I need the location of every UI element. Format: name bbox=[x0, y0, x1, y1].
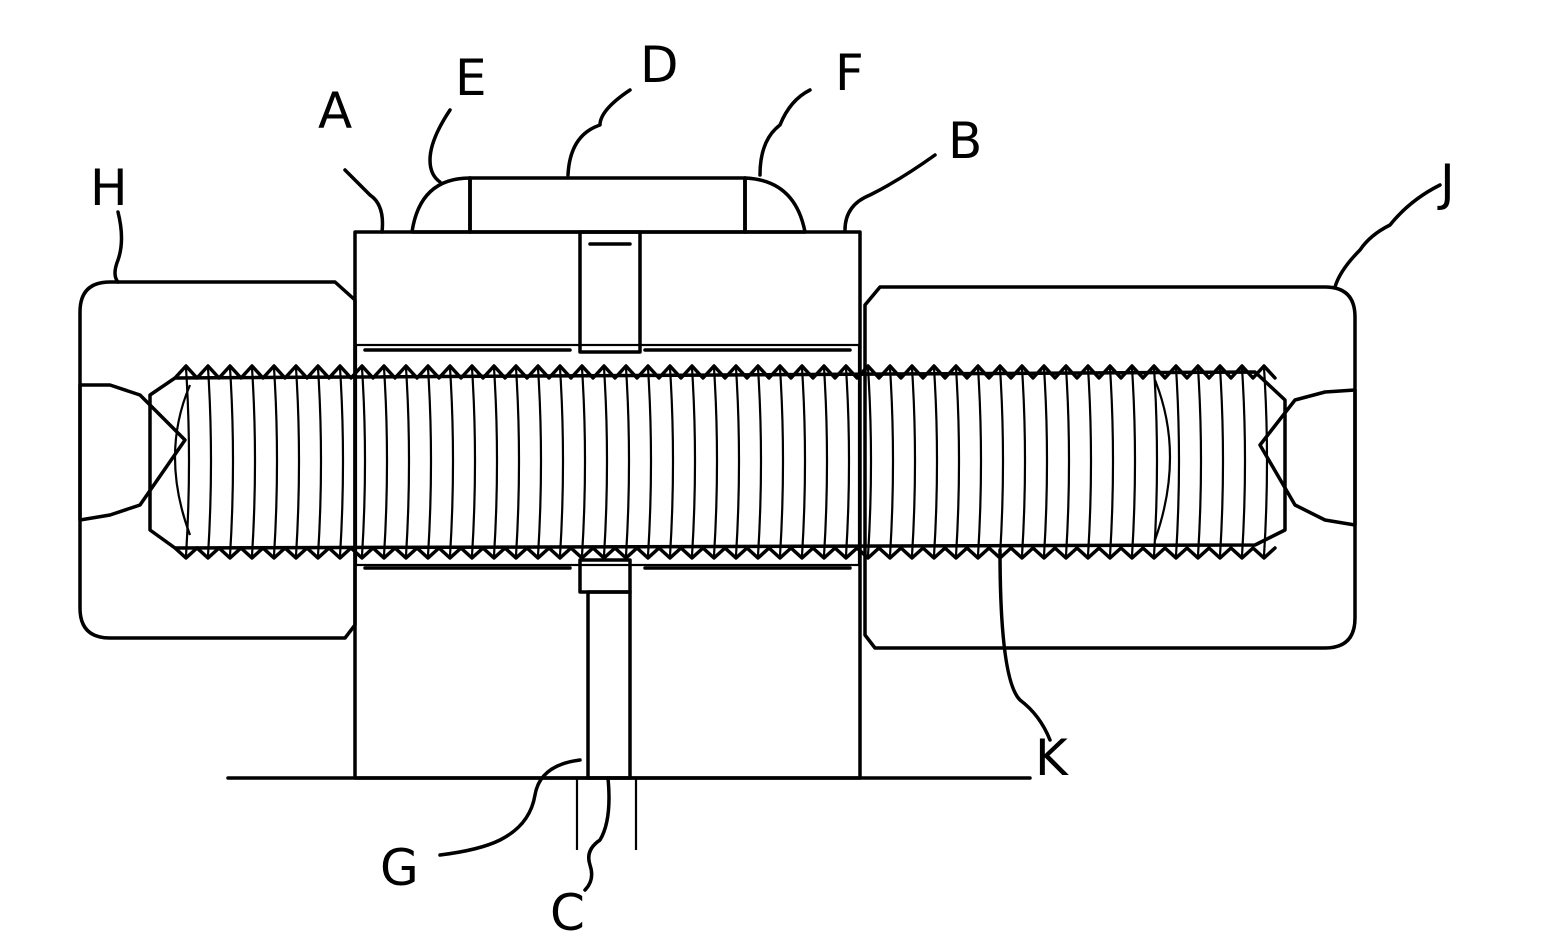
thread-line bbox=[736, 368, 739, 556]
thread-line bbox=[208, 368, 211, 556]
label-a: A bbox=[318, 82, 352, 140]
thread-line bbox=[1044, 368, 1047, 556]
thread-line bbox=[824, 368, 827, 556]
threaded-rod-k bbox=[150, 366, 1285, 558]
cap-d bbox=[412, 178, 805, 232]
thread-line bbox=[1198, 368, 1201, 556]
thread-line bbox=[868, 368, 871, 556]
thread-line bbox=[274, 368, 277, 556]
thread-line bbox=[1000, 368, 1003, 556]
porous-plug-g bbox=[588, 592, 630, 778]
thread-line bbox=[1176, 368, 1179, 556]
right-nut-j bbox=[865, 287, 1355, 648]
label-e: E bbox=[455, 49, 487, 107]
thread-line bbox=[890, 368, 893, 556]
thread-line bbox=[340, 368, 343, 556]
label-c: C bbox=[550, 884, 585, 936]
thread-line bbox=[1066, 368, 1069, 556]
thread-line bbox=[626, 368, 629, 556]
label-d: D bbox=[640, 36, 679, 94]
label-f: F bbox=[835, 44, 864, 102]
thread-line bbox=[692, 368, 695, 556]
thread-line bbox=[582, 368, 585, 556]
thread-line bbox=[1264, 368, 1267, 556]
thread-line bbox=[362, 368, 365, 556]
thread-line bbox=[384, 368, 387, 556]
label-g: G bbox=[380, 839, 419, 897]
thread-line bbox=[252, 368, 255, 556]
thread-line bbox=[494, 368, 497, 556]
thread-line bbox=[670, 368, 673, 556]
thread-line bbox=[714, 368, 717, 556]
thread-line bbox=[1242, 368, 1245, 556]
thread-line bbox=[538, 368, 541, 556]
thread-line bbox=[406, 368, 409, 556]
thread-line bbox=[1132, 368, 1135, 556]
label-j: J bbox=[1437, 154, 1455, 212]
thread-line bbox=[1088, 368, 1091, 556]
thread-line bbox=[912, 368, 915, 556]
thread-line bbox=[956, 368, 959, 556]
thread-line bbox=[978, 368, 981, 556]
thread-line bbox=[516, 368, 519, 556]
thread-line bbox=[450, 368, 453, 556]
left-nut-h bbox=[80, 282, 355, 638]
thread-line bbox=[472, 368, 475, 556]
thread-line bbox=[604, 368, 607, 556]
thread-line bbox=[296, 368, 299, 556]
thread-line bbox=[230, 368, 233, 556]
weld-e bbox=[412, 178, 470, 232]
thread-line bbox=[802, 368, 805, 556]
thread-line bbox=[1022, 368, 1025, 556]
thread-line bbox=[1220, 368, 1223, 556]
thread-line bbox=[560, 368, 563, 556]
thread-line bbox=[318, 368, 321, 556]
thread-line bbox=[1154, 368, 1157, 556]
weld-f bbox=[745, 178, 805, 232]
thread-line bbox=[758, 368, 761, 556]
leader-lines bbox=[115, 90, 1440, 890]
thread-line bbox=[780, 368, 783, 556]
label-k: K bbox=[1035, 729, 1069, 787]
label-b: B bbox=[948, 112, 982, 170]
thread-line bbox=[934, 368, 937, 556]
thread-line bbox=[428, 368, 431, 556]
thread-line bbox=[1110, 368, 1113, 556]
thread-line bbox=[648, 368, 651, 556]
label-h: H bbox=[90, 159, 128, 217]
thread-line bbox=[846, 368, 849, 556]
